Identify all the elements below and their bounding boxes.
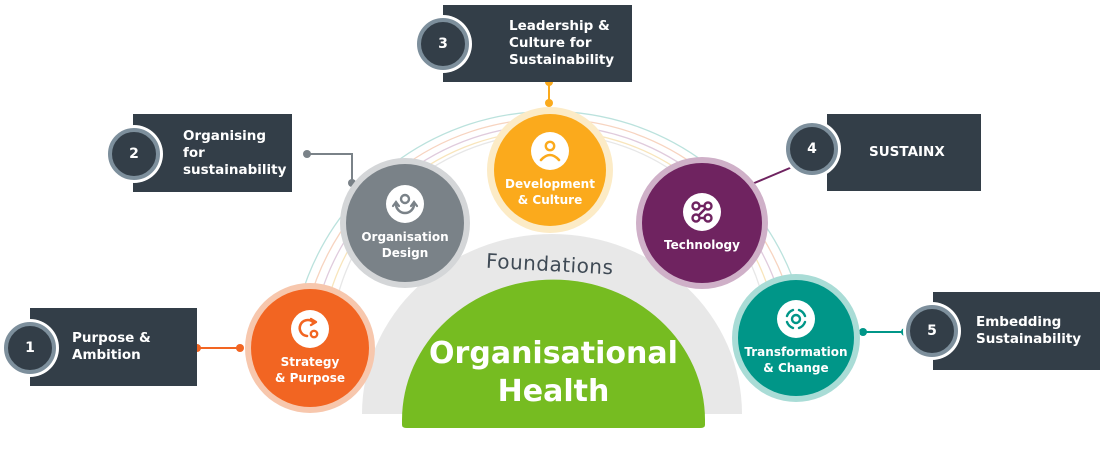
callout-number-badge: 1 <box>4 322 56 374</box>
callout-label: Embedding Sustainability <box>976 314 1082 347</box>
redirect-arrow-icon <box>291 310 329 348</box>
person-arrows-icon <box>386 185 424 223</box>
callout-number-badge: 4 <box>786 123 838 175</box>
callout-purpose-ambition: Purpose & Ambition <box>30 308 197 386</box>
callout-label: Organising for sustainability <box>183 127 287 178</box>
network-nodes-icon <box>683 193 721 231</box>
node-label: Technology <box>664 238 740 252</box>
callout-sustainx: SUSTAINX <box>827 114 981 191</box>
node-development-culture: Development & Culture <box>487 107 613 233</box>
callout-label: Leadership & Culture for Sustainability <box>509 18 615 68</box>
node-strategy-purpose: Strategy & Purpose <box>245 283 375 413</box>
callout-number-badge: 5 <box>906 305 958 357</box>
node-label: Strategy & Purpose <box>274 355 345 385</box>
health-dome <box>402 279 705 428</box>
callout-number-badge: 3 <box>417 18 469 70</box>
callout-leadership-culture: Leadership & Culture for Sustainability <box>443 5 632 82</box>
callout-embedding-sustainability: Embedding Sustainability <box>933 292 1100 370</box>
node-label: Organisation Design <box>361 230 449 260</box>
person-icon <box>531 132 569 170</box>
node-label: Transformation & Change <box>744 345 848 375</box>
node-transformation-change: Transformation & Change <box>732 274 860 402</box>
node-technology: Technology <box>636 157 768 289</box>
organisational-health-label: Organisational Health <box>429 336 678 409</box>
callout-number-badge: 2 <box>108 128 160 180</box>
target-rings-icon <box>777 300 815 338</box>
node-organisation-design: Organisation Design <box>340 158 470 288</box>
callout-label: SUSTAINX <box>869 144 945 160</box>
node-label: Development & Culture <box>505 177 595 207</box>
callout-label: Purpose & Ambition <box>72 330 151 363</box>
